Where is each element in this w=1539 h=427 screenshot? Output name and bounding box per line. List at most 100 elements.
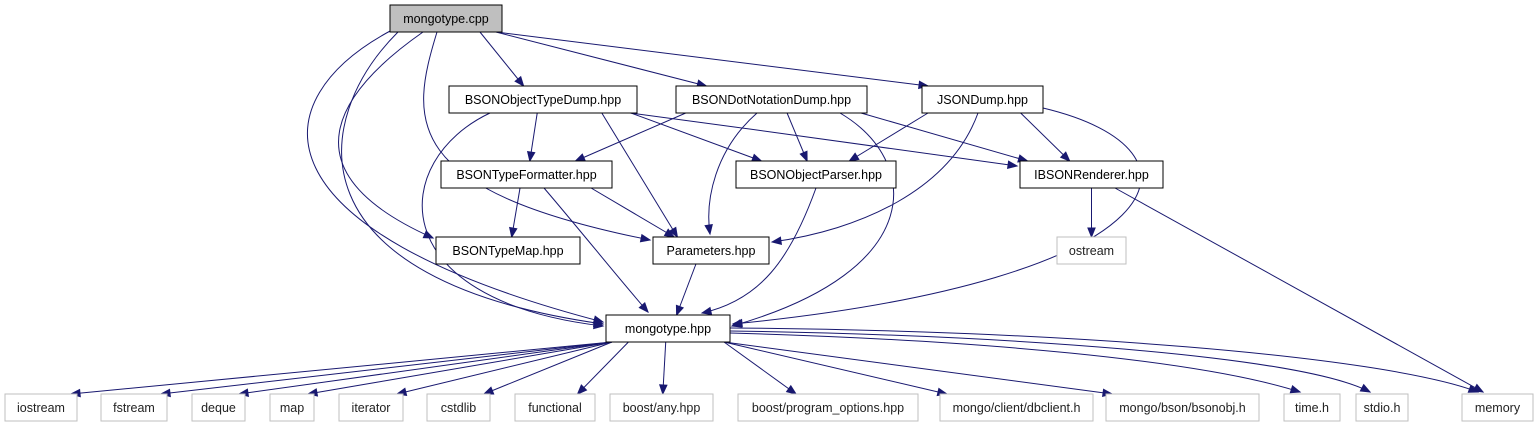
node-label: map: [280, 401, 304, 415]
node-mongotype-hpp[interactable]: mongotype.hpp: [605, 314, 731, 343]
node-label: functional: [528, 401, 582, 415]
node-box: [1283, 393, 1341, 422]
node-box: [435, 236, 581, 265]
edge-jsondump-to-parameters: [770, 112, 979, 246]
node-label: ostream: [1069, 244, 1114, 258]
node-bsontypemap[interactable]: BSONTypeMap.hpp: [435, 236, 581, 265]
edge-line: [307, 29, 604, 323]
node-mongotype-cpp[interactable]: mongotype.cpp: [389, 4, 503, 33]
edge-line: [338, 31, 434, 239]
node-label: memory: [1475, 401, 1521, 415]
edge-arrowhead: [1059, 151, 1071, 162]
node-bsondotnotationdump[interactable]: BSONDotNotationDump.hpp: [675, 85, 868, 114]
edge-bsonobjecttypedump-to-mongotype_hpp: [421, 112, 605, 330]
node-box: [269, 393, 315, 422]
node-box: [191, 393, 246, 422]
edge-arrowhead: [675, 304, 685, 317]
node-bsontypeformatter[interactable]: BSONTypeFormatter.hpp: [440, 160, 613, 189]
node-label: Parameters.hpp: [667, 244, 756, 258]
node-label: iterator: [352, 401, 391, 415]
edge-arrowhead: [482, 386, 495, 395]
node-deque: deque: [191, 393, 246, 422]
node-ibsonrenderer[interactable]: IBSONRenderer.hpp: [1019, 160, 1164, 189]
node-iostream: iostream: [4, 393, 78, 422]
edge-arrowhead: [638, 301, 649, 314]
node-box: [338, 393, 404, 422]
node-label: BSONTypeFormatter.hpp: [456, 168, 596, 182]
edge-line: [723, 341, 1113, 395]
node-box: [921, 85, 1044, 114]
node-box: [1461, 393, 1534, 422]
node-label: mongo/client/dbclient.h: [953, 401, 1081, 415]
edge-line: [307, 341, 613, 395]
edge-line: [701, 187, 817, 314]
edge-line: [708, 112, 758, 235]
edge-line: [1020, 112, 1071, 162]
edge-arrowhead: [704, 223, 713, 236]
node-box: [605, 314, 731, 343]
edge-line: [630, 112, 762, 162]
node-jsondump[interactable]: JSONDump.hpp: [921, 85, 1044, 114]
node-box: [389, 4, 503, 33]
edge-bsonobjecttypedump-to-ibsonrenderer: [629, 112, 1019, 170]
node-bsonobjecttypedump[interactable]: BSONObjectTypeDump.hpp: [448, 85, 638, 114]
edge-line: [495, 31, 929, 87]
node-label: time.h: [1295, 401, 1329, 415]
node-bsonobjectparser[interactable]: BSONObjectParser.hpp: [735, 160, 897, 189]
edge-arrowhead: [1289, 384, 1302, 394]
edge-arrowhead: [526, 150, 536, 163]
edge-line: [341, 31, 604, 325]
edge-arrowhead: [799, 150, 808, 163]
node-parameters[interactable]: Parameters.hpp: [652, 236, 770, 265]
edge-arrowhead: [1467, 384, 1480, 393]
node-box: [1056, 236, 1127, 265]
edge-mongotype_cpp-to-parameters: [423, 31, 652, 243]
edge-line: [483, 341, 613, 395]
edge-line: [575, 112, 686, 162]
node-dbclient: mongo/client/dbclient.h: [939, 393, 1094, 422]
edge-arrowhead: [514, 75, 525, 88]
edge-line: [601, 112, 678, 238]
node-label: cstdlib: [441, 401, 476, 415]
edge-bsondotnotationdump-to-bsontypeformatter: [574, 112, 686, 162]
node-label: BSONObjectParser.hpp: [750, 168, 882, 182]
edge-mongotype_hpp-to-bsonobj: [723, 341, 1114, 398]
node-label: BSONObjectTypeDump.hpp: [465, 93, 621, 107]
edge-mongotype_cpp-to-bsontypemap: [338, 31, 435, 239]
edge-mongotype_hpp-to-boost_po: [723, 341, 798, 395]
edge-arrowhead: [731, 318, 743, 328]
edge-mongotype_cpp-to-jsondump: [495, 31, 930, 90]
node-box: [448, 85, 638, 114]
edge-arrowhead: [668, 226, 679, 239]
edge-arrowhead: [700, 306, 713, 316]
edge-arrowhead: [574, 153, 586, 162]
edge-bsonobjecttypedump-to-bsonobjectparser: [630, 112, 763, 162]
edge-line: [629, 112, 1018, 167]
edge-mongotype_hpp-to-map: [306, 341, 613, 397]
edge-mongotype_hpp-to-iterator: [395, 341, 613, 396]
edge-mongotype_hpp-to-functional: [576, 341, 629, 395]
edge-bsontypeformatter-to-parameters: [590, 187, 676, 238]
node-box: [1355, 393, 1409, 422]
edge-line: [577, 341, 629, 395]
edge-line: [423, 31, 651, 241]
node-label: iostream: [17, 401, 65, 415]
edge-ibsonrenderer-to-ostream: [1087, 188, 1096, 239]
edge-ibsonrenderer-to-memory: [1114, 187, 1485, 393]
node-label: boost/program_options.hpp: [752, 401, 904, 415]
node-ostream: ostream: [1056, 236, 1127, 265]
node-box: [100, 393, 168, 422]
edge-arrowhead: [750, 153, 763, 162]
node-label: mongotype.hpp: [625, 322, 711, 336]
node-box: [652, 236, 770, 265]
node-box: [1105, 393, 1260, 422]
edge-arrowhead: [1087, 227, 1096, 239]
edge-line: [479, 31, 524, 87]
edge-parameters-to-mongotype_hpp: [675, 263, 697, 317]
edge-jsondump-to-mongotype_hpp: [731, 107, 1142, 328]
edge-line: [729, 330, 1371, 393]
edge-line: [729, 332, 1301, 393]
node-memory: memory: [1461, 393, 1534, 422]
edge-jsondump-to-ibsonrenderer: [1020, 112, 1071, 162]
edge-line: [723, 341, 947, 395]
